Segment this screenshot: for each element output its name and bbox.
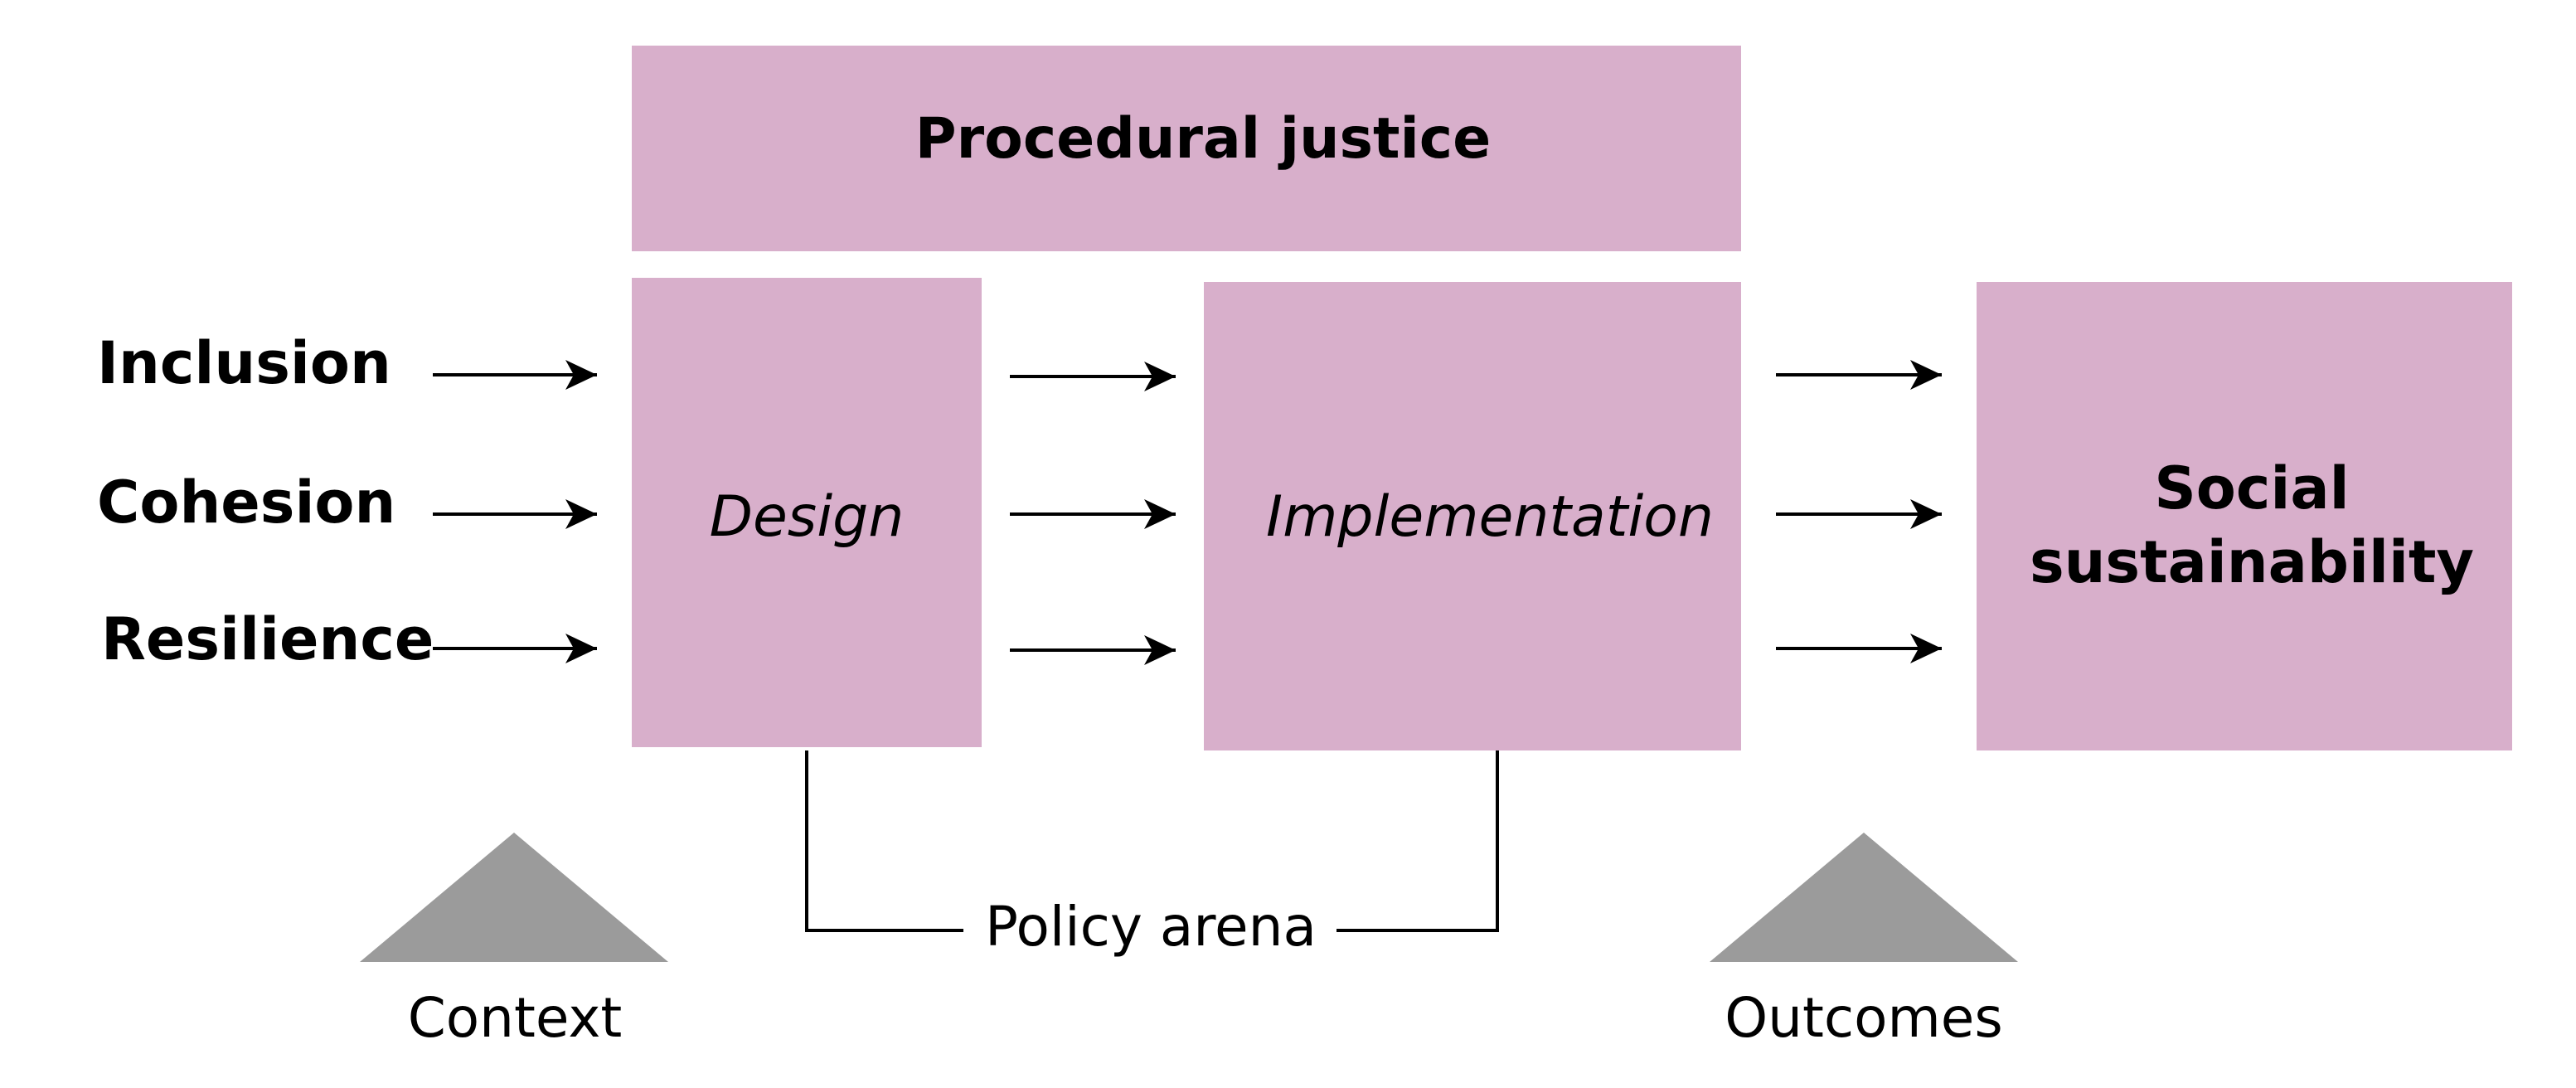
procedural-justice-box: [632, 46, 1741, 251]
social-sustainability-line1: Social: [2154, 454, 2349, 522]
policy-arena-label: Policy arena: [985, 895, 1317, 959]
implementation-label: Implementation: [1266, 484, 1714, 550]
design-box: [632, 278, 982, 747]
context-triangle: [360, 833, 668, 962]
procedural-justice-label: Procedural justice: [915, 106, 1491, 172]
policy-arena-bracket-left: [805, 750, 963, 932]
social-sustainability-box: [1977, 282, 2512, 750]
input-label-cohesion: Cohesion: [97, 469, 395, 537]
outcomes-triangle: [1710, 833, 2018, 962]
design-label: Design: [710, 484, 905, 550]
implementation-box: [1204, 282, 1741, 750]
policy-arena-bracket-right: [1337, 750, 1499, 932]
outcomes-label: Outcomes: [1725, 986, 2003, 1050]
input-label-resilience: Resilience: [101, 605, 434, 673]
context-label: Context: [408, 986, 623, 1050]
input-label-inclusion: Inclusion: [97, 329, 391, 397]
social-sustainability-line2: sustainability: [2030, 528, 2474, 596]
